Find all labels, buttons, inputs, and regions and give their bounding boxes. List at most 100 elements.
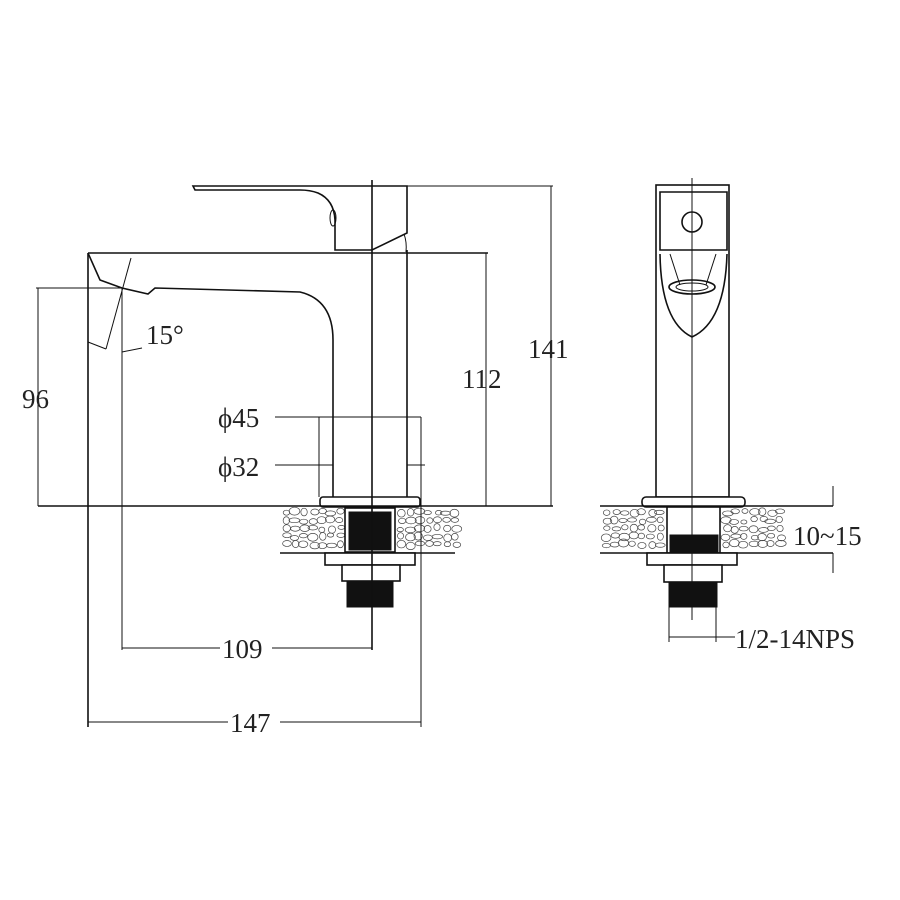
stone-pebble bbox=[767, 525, 776, 531]
stone-pebble bbox=[282, 509, 291, 516]
stone-pebble bbox=[775, 540, 787, 547]
stone-pebble bbox=[637, 532, 645, 540]
stone-pebble bbox=[740, 519, 748, 525]
dim-spout-height: 96 bbox=[22, 384, 49, 414]
stone-pebble bbox=[629, 509, 640, 518]
stone-pebble bbox=[737, 540, 749, 549]
stone-pebble bbox=[758, 507, 767, 516]
stone-pebble bbox=[648, 509, 657, 517]
stone-pebble bbox=[776, 524, 784, 533]
stone-pebble bbox=[730, 533, 742, 539]
stone-pebble bbox=[324, 510, 336, 517]
thread-upper bbox=[348, 511, 392, 551]
stone-pebble bbox=[757, 540, 769, 548]
stone-pebble bbox=[628, 531, 639, 540]
stone-pebble bbox=[299, 524, 311, 532]
stone-pebble bbox=[432, 541, 442, 547]
stone-pebble bbox=[767, 533, 776, 539]
stone-pebble bbox=[291, 540, 300, 548]
stone-pebble bbox=[425, 540, 434, 547]
dim-inner-diameter: ϕ32 bbox=[218, 452, 259, 482]
stone-pebble bbox=[648, 541, 657, 549]
stone-pebble bbox=[741, 508, 749, 514]
stone-pebble bbox=[290, 535, 299, 541]
stone-pebble bbox=[750, 516, 758, 523]
stone-pebble bbox=[612, 509, 621, 515]
stone-pebble bbox=[647, 524, 657, 533]
stone-pebble bbox=[439, 510, 451, 516]
stone-pebble bbox=[318, 508, 327, 515]
stone-pebble bbox=[621, 524, 629, 531]
stone-pebble bbox=[603, 525, 611, 531]
stone-pebble bbox=[603, 509, 611, 516]
stone-pebble bbox=[282, 516, 290, 525]
stone-pebble bbox=[451, 532, 459, 541]
stone-pebble bbox=[336, 532, 346, 538]
stone-pebble bbox=[405, 516, 417, 525]
stone-pebble bbox=[610, 532, 620, 539]
spout-body bbox=[87, 250, 488, 498]
stone-pebble bbox=[766, 540, 775, 547]
stone-pebble bbox=[722, 510, 734, 517]
stone-pebble bbox=[450, 517, 459, 523]
stone-pebble bbox=[336, 507, 345, 515]
stone-pebble bbox=[618, 518, 628, 523]
stone-pebble bbox=[723, 524, 732, 533]
stone-pebble bbox=[414, 516, 426, 525]
stone-pebble bbox=[611, 526, 622, 532]
stone-pebble bbox=[750, 534, 759, 541]
stone-pebble bbox=[442, 517, 451, 523]
dim-outer-diameter: ϕ45 bbox=[218, 403, 259, 433]
dim-spout-reach: 109 bbox=[222, 634, 263, 664]
stone-pebble bbox=[423, 510, 432, 515]
stone-pebble bbox=[426, 517, 434, 524]
stone-pebble bbox=[646, 516, 657, 523]
stone-pebble bbox=[396, 527, 404, 533]
dim-body-height: 112 bbox=[462, 364, 502, 394]
stone-pebble bbox=[729, 538, 740, 548]
stone-pebble bbox=[319, 531, 327, 541]
stone-pebble bbox=[405, 532, 416, 542]
stone-pebble bbox=[759, 516, 768, 522]
stone-pebble bbox=[431, 534, 443, 540]
stone-pebble bbox=[775, 515, 783, 524]
stone-pebble bbox=[774, 508, 786, 515]
thread-lower bbox=[346, 580, 394, 608]
stone-pebble bbox=[413, 507, 426, 515]
stone-pebble bbox=[452, 541, 462, 548]
stone-pebble bbox=[413, 531, 423, 541]
stone-pebble bbox=[729, 519, 739, 525]
stone-pebble bbox=[406, 508, 415, 517]
stone-pebble bbox=[738, 526, 749, 532]
stone-pebble bbox=[645, 533, 655, 540]
stone-pebble bbox=[397, 532, 404, 540]
stone-pebble bbox=[443, 541, 451, 548]
stone-pebble bbox=[749, 508, 761, 516]
stone-pebble bbox=[609, 515, 619, 525]
front-view: 10~15 1/2-14NPS bbox=[600, 178, 862, 654]
stone-pebble bbox=[298, 540, 309, 548]
stone-pebble bbox=[656, 532, 664, 541]
stone-pebble bbox=[722, 541, 730, 549]
stone-pebble bbox=[620, 510, 630, 516]
stone-pebble bbox=[433, 523, 441, 531]
stone-pebble bbox=[404, 526, 416, 534]
stone-pebble bbox=[628, 540, 636, 547]
stone-pebble bbox=[639, 518, 647, 525]
stone-pebble bbox=[398, 517, 407, 524]
stone-pebble bbox=[748, 525, 759, 534]
stone-pebble bbox=[601, 543, 611, 549]
side-view: 96 15° ϕ45 ϕ32 112 141 109 147 bbox=[22, 180, 569, 738]
stone-pebble bbox=[600, 533, 612, 542]
stone-pebble bbox=[443, 524, 452, 533]
handle bbox=[191, 185, 408, 253]
stone-pebble bbox=[609, 541, 620, 548]
stone-pebble bbox=[282, 524, 291, 533]
stone-pebble bbox=[627, 517, 637, 523]
stone-pebble bbox=[423, 525, 432, 533]
stone-pebble bbox=[602, 517, 613, 525]
stone-pebble bbox=[413, 524, 426, 533]
stone-pebble bbox=[654, 509, 665, 515]
stone-pebble bbox=[435, 510, 443, 516]
